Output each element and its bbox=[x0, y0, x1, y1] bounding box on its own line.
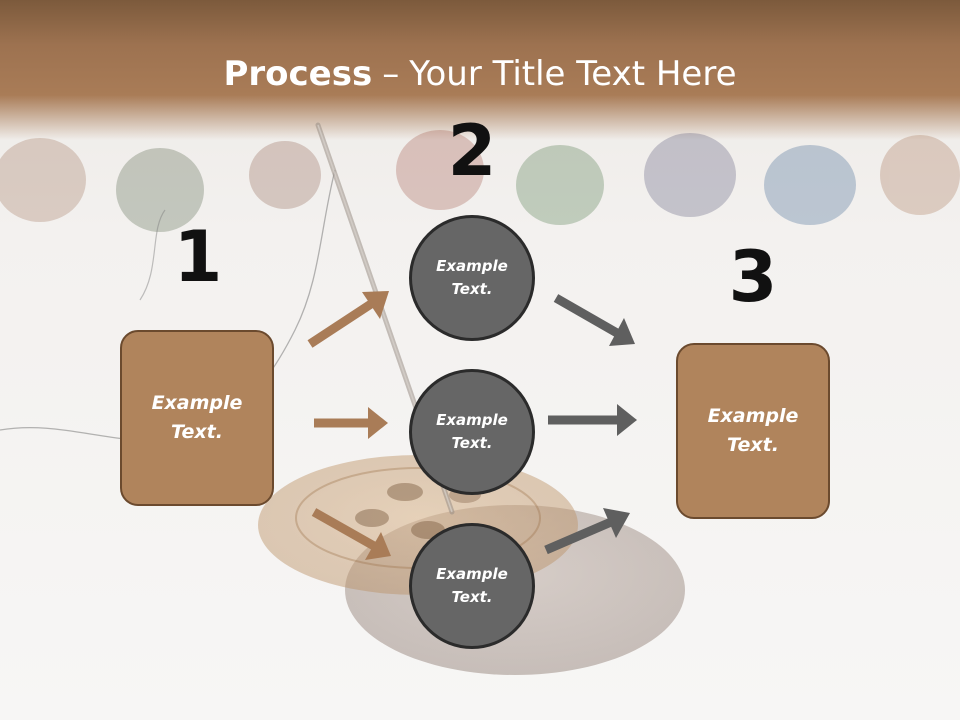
spools-decoration bbox=[0, 130, 960, 232]
title-rest: Your Title Text Here bbox=[409, 54, 737, 94]
step3-box[interactable]: Example Text. bbox=[676, 343, 830, 519]
arrows-to-step3 bbox=[544, 294, 637, 555]
arrow-gray-down bbox=[553, 294, 635, 346]
step1-box[interactable]: Example Text. bbox=[120, 330, 274, 506]
title-separator: – bbox=[382, 54, 400, 94]
step2-circle-middle-text: Example Text. bbox=[436, 411, 508, 452]
arrow-gray-right bbox=[548, 404, 637, 436]
arrows-to-step2 bbox=[307, 291, 391, 560]
step2-circle-top-text: Example Text. bbox=[436, 257, 508, 298]
step2-circle-middle[interactable]: Example Text. bbox=[409, 369, 535, 495]
step3-box-text: Example Text. bbox=[707, 405, 799, 456]
step2-circle-top[interactable]: Example Text. bbox=[409, 215, 535, 341]
page-title: Process–Your Title Text Here bbox=[0, 52, 960, 96]
arrow-brown-up bbox=[307, 291, 389, 348]
arrow-gray-up bbox=[544, 508, 630, 555]
arrow-brown-right bbox=[314, 407, 388, 439]
step-number-1: 1 bbox=[173, 216, 223, 298]
step-number-2: 2 bbox=[447, 110, 497, 192]
step1-box-text: Example Text. bbox=[151, 392, 243, 443]
step-number-3: 3 bbox=[728, 236, 778, 318]
header-band bbox=[0, 0, 960, 140]
step2-circle-bottom[interactable]: Example Text. bbox=[409, 523, 535, 649]
arrow-brown-down bbox=[311, 508, 391, 560]
step2-circle-bottom-text: Example Text. bbox=[436, 565, 508, 606]
title-strong: Process bbox=[223, 54, 373, 94]
